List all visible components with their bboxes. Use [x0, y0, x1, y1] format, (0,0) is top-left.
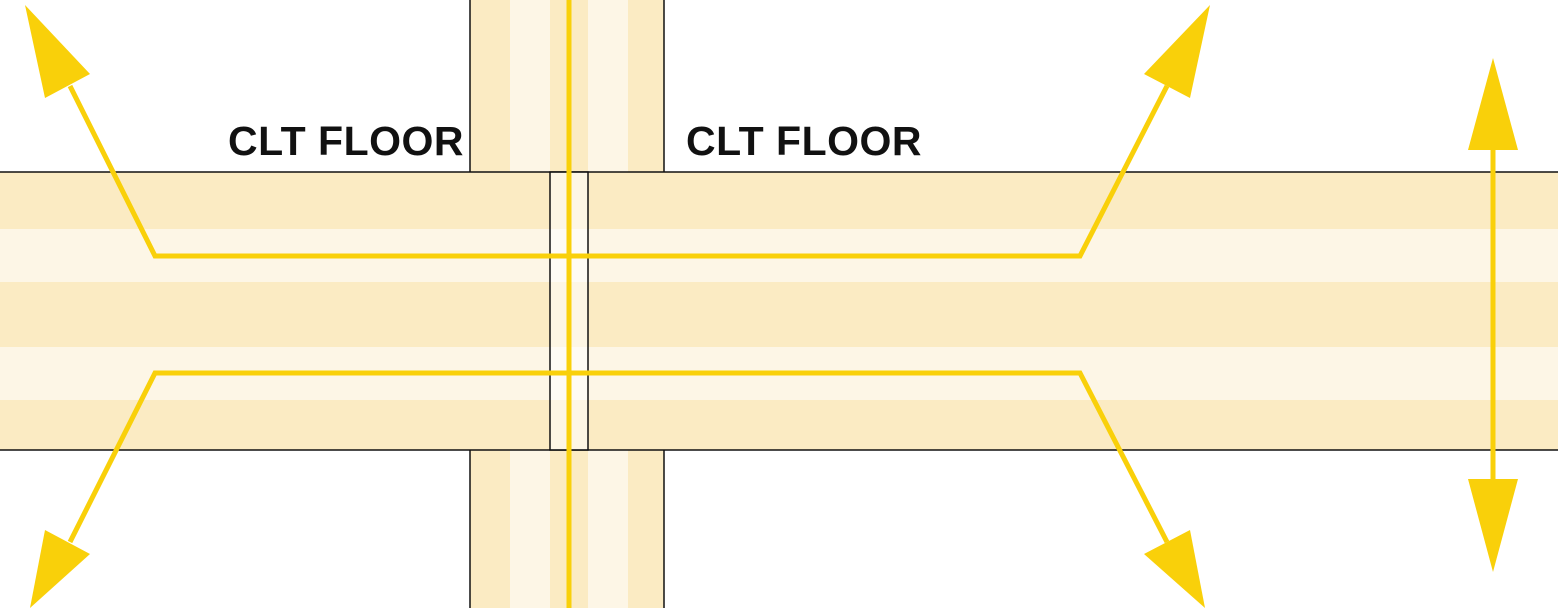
lower-wall-layer	[588, 450, 628, 608]
right-floor-label: CLT FLOOR	[686, 118, 923, 164]
arrow-icon	[30, 530, 90, 608]
arrow-icon	[25, 5, 90, 98]
floor-layer	[0, 282, 1558, 347]
floor-slab	[0, 171, 1558, 451]
upper-wall-layer	[628, 0, 664, 172]
load-paths	[67, 0, 1496, 608]
arrow-icon	[1144, 5, 1210, 98]
upper-load-path	[67, 84, 1170, 259]
lower-wall-layer	[470, 450, 510, 608]
upper-wall-layer	[510, 0, 550, 172]
floor-layer	[0, 400, 1558, 450]
lower-wall-layer	[628, 450, 664, 608]
lower-wall-layer	[510, 450, 550, 608]
arrow-icon	[1468, 479, 1518, 572]
lower-load-path	[67, 370, 1170, 544]
upper-wall	[469, 0, 665, 172]
arrow-icon	[1468, 58, 1518, 150]
floor-layer	[0, 172, 1558, 229]
left-floor-label: CLT FLOOR	[228, 118, 465, 164]
upper-wall-layer	[470, 0, 510, 172]
upper-wall-layer	[588, 0, 628, 172]
arrowheads	[25, 5, 1518, 608]
arrow-icon	[1144, 530, 1205, 608]
